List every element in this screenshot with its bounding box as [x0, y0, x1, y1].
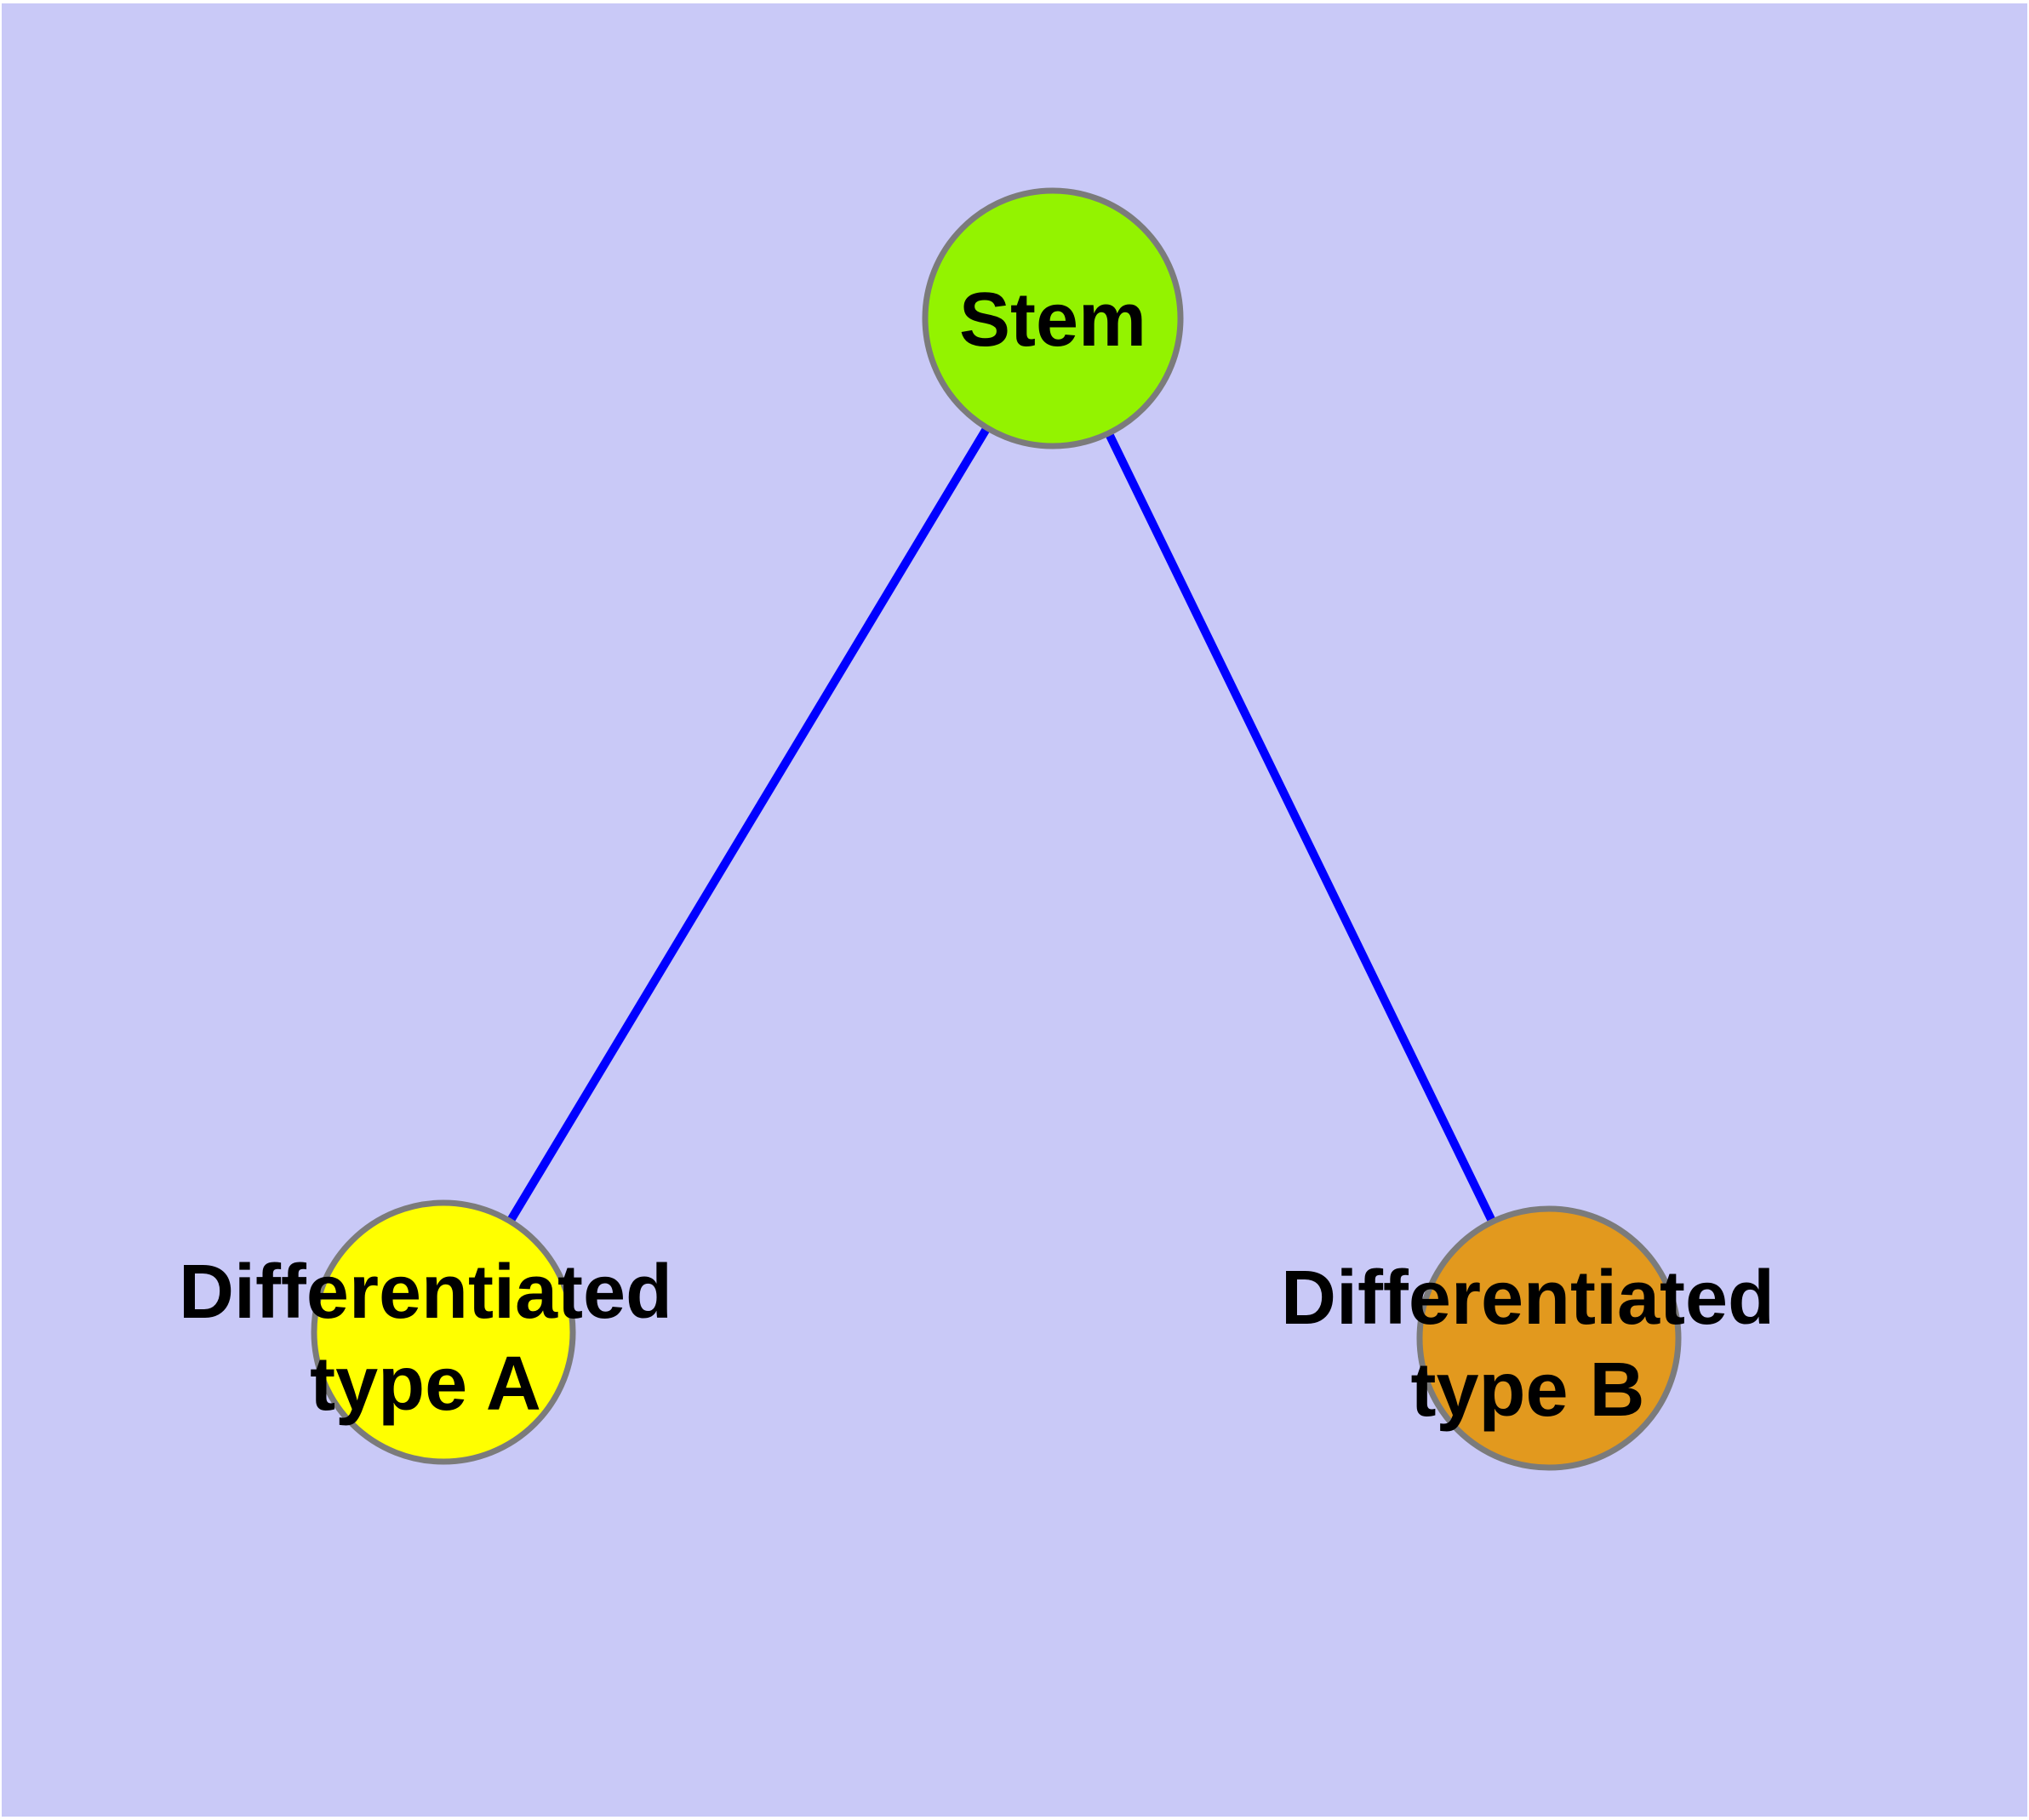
node-type-a-label-line2: type A: [310, 1342, 541, 1427]
edge-stem-to-type-b: [1049, 316, 1553, 1341]
node-stem-label: Stem: [959, 278, 1146, 363]
node-type-b-label-line1: Differentiated: [1281, 1256, 1775, 1341]
node-type-b: [1416, 1205, 1682, 1471]
node-type-a-label-line1: Differentiated: [179, 1250, 672, 1335]
edge-stem-to-type-a: [439, 316, 1057, 1335]
node-stem: [922, 187, 1184, 449]
node-type-a: [311, 1199, 576, 1465]
node-type-b-label-line2: type B: [1410, 1348, 1644, 1433]
